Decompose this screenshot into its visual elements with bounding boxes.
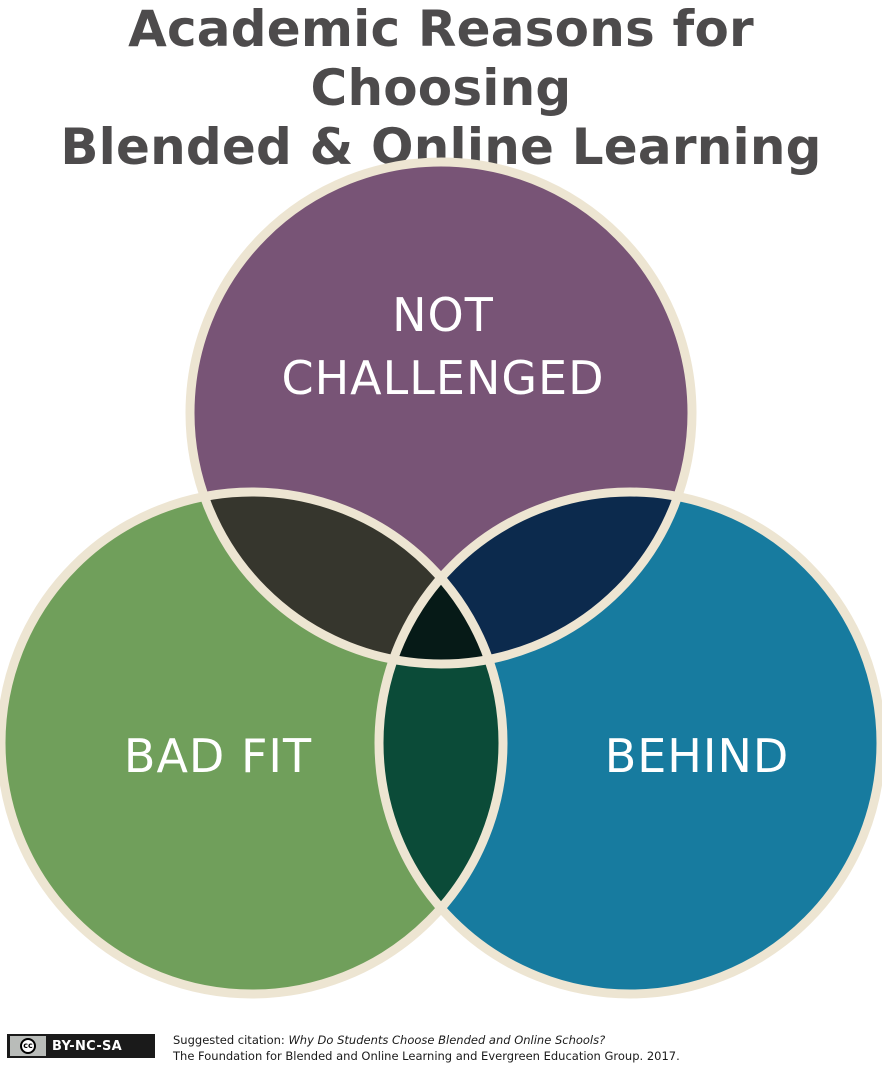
page-title: Academic Reasons for Choosing Blended & …: [0, 0, 882, 177]
overlap-not-challenged-bad-fit: [190, 492, 503, 664]
outline-bad-fit: [0, 487, 508, 999]
citation: Suggested citation: Why Do Students Choo…: [173, 1032, 680, 1064]
cc-icon: cc: [20, 1038, 36, 1054]
citation-title: Why Do Students Choose Blended and Onlin…: [288, 1033, 606, 1047]
outline-not-challenged: [185, 157, 697, 669]
label-behind: BEHIND: [605, 729, 790, 783]
label-not-challenged-line-2: CHALLENGED: [281, 351, 604, 405]
title-line-1: Academic Reasons for Choosing: [128, 0, 754, 117]
footer: cc BY-NC-SA Suggested citation: Why Do S…: [0, 1030, 882, 1065]
license-label: BY-NC-SA: [52, 1038, 123, 1054]
citation-prefix: Suggested citation:: [173, 1033, 289, 1047]
license-badge[interactable]: cc BY-NC-SA: [7, 1034, 155, 1058]
label-not-challenged-line-1: NOT: [392, 288, 494, 342]
citation-line-2: The Foundation for Blended and Online Le…: [173, 1049, 680, 1063]
label-bad-fit: BAD FIT: [124, 729, 312, 783]
outline-behind: [374, 487, 882, 999]
cc-logo: cc: [10, 1036, 46, 1056]
overlap-not-challenged-behind: [379, 492, 692, 664]
citation-line-1: Suggested citation: Why Do Students Choo…: [173, 1032, 680, 1048]
